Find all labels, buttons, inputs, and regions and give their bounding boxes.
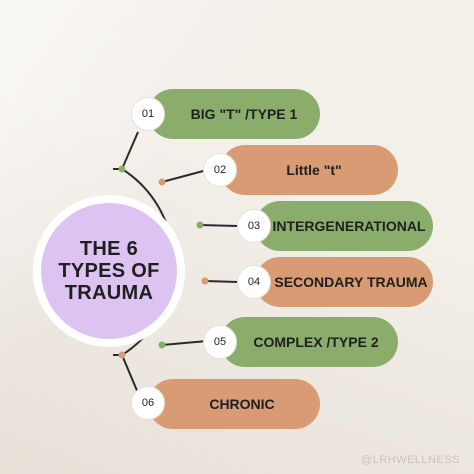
number-badge-06: 06 [131,386,165,420]
type-pill-01: BIG "T" /TYPE 1 [148,89,320,139]
connector-branch-06 [121,354,139,394]
type-pill-05: COMPLEX /TYPE 2 [220,317,398,367]
watermark: @LRHWELLNESS [360,454,460,466]
node-dot-06 [118,351,126,359]
node-dot-01 [118,165,126,173]
node-dot-02 [158,178,166,186]
type-label-06: CHRONIC [209,396,275,412]
number-badge-04: 04 [237,265,271,299]
center-title: THE 6 TYPES OF TRAUMA [58,238,160,304]
type-pill-03: INTERGENERATIONAL [255,201,433,251]
node-dot-05 [158,341,166,349]
center-circle: THE 6 TYPES OF TRAUMA [41,203,177,339]
connector-branch-02 [161,169,208,183]
type-label-04: SECONDARY TRAUMA [274,274,428,290]
type-label-01: BIG "T" /TYPE 1 [190,106,298,122]
type-pill-02: Little "t" [220,145,398,195]
node-dot-04 [201,277,209,285]
connector-branch-03 [199,224,239,227]
connector-branch-01 [121,131,139,170]
number-text-06: 06 [141,397,155,409]
number-text-04: 04 [247,276,261,288]
number-text-02: 02 [213,164,227,176]
type-label-03: INTERGENERATIONAL [272,218,426,234]
type-label-02: Little "t" [286,162,342,178]
number-badge-02: 02 [203,153,237,187]
number-text-05: 05 [213,336,227,348]
type-label-05: COMPLEX /TYPE 2 [253,334,379,350]
number-badge-01: 01 [131,97,165,131]
number-text-03: 03 [247,220,261,232]
number-badge-05: 05 [203,325,237,359]
connector-branch-05 [161,340,208,346]
number-badge-03: 03 [237,209,271,243]
type-pill-04: SECONDARY TRAUMA [255,257,433,307]
node-dot-03 [196,221,204,229]
connector-branch-04 [204,280,239,283]
type-pill-06: CHRONIC [148,379,320,429]
number-text-01: 01 [141,108,155,120]
